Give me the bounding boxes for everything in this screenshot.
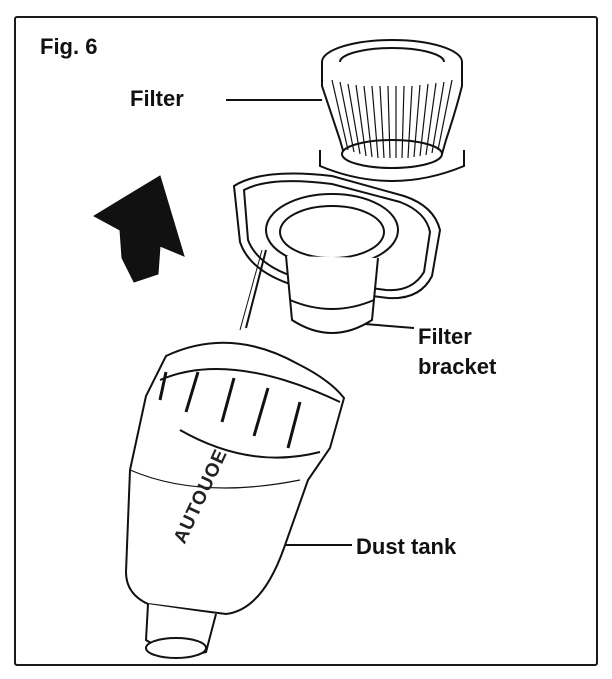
figure-title: Fig. 6: [40, 34, 98, 59]
label-filter: Filter: [130, 86, 184, 111]
label-filter-bracket: Filter bracket: [418, 322, 496, 382]
label-filter-bracket-line2: bracket: [418, 354, 497, 379]
up-left-arrow-icon: [92, 175, 185, 283]
filter-bracket-part: [232, 172, 442, 334]
label-dust-tank: Dust tank: [356, 534, 457, 559]
filter-part: [319, 39, 465, 182]
figure-border: [14, 16, 598, 666]
dust-tank-part: [124, 341, 346, 659]
label-filter-bracket-line1: Filter: [418, 324, 472, 349]
